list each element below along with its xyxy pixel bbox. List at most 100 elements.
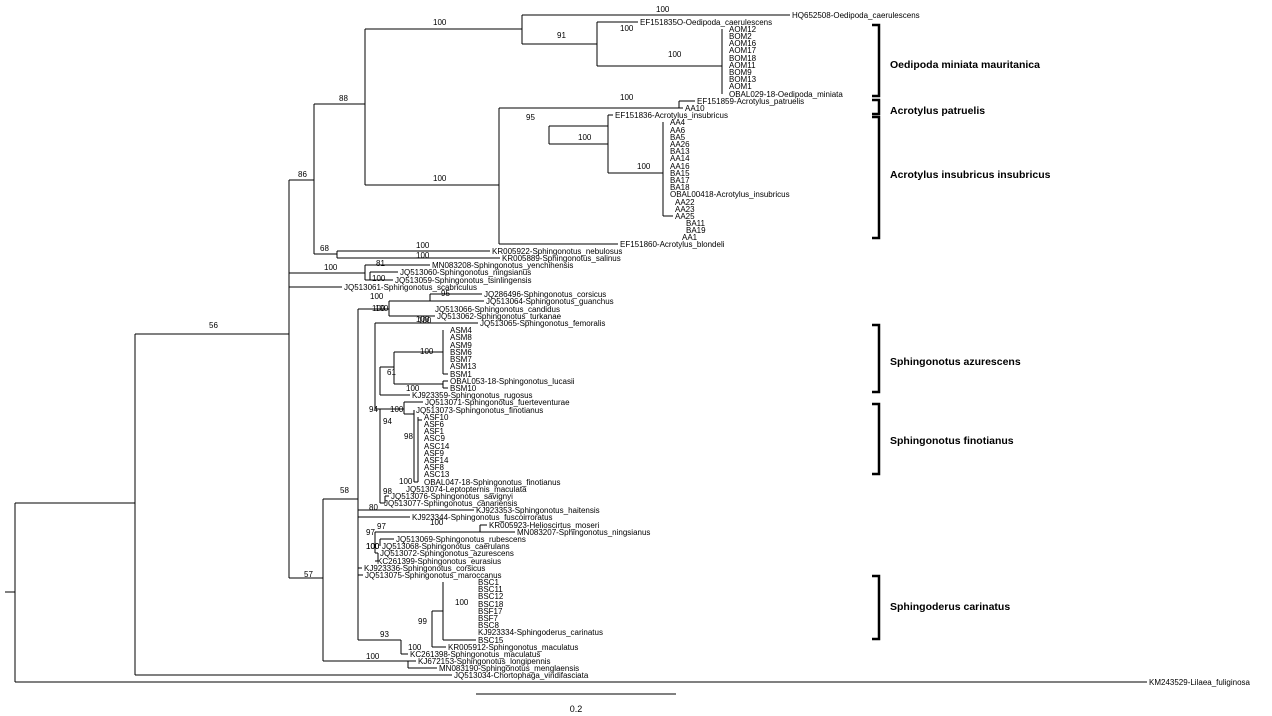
support-value: 80 (369, 503, 378, 512)
leaf-kr005889-sphingonotus-salinus: KR005889-Sphingonotus_salinus (502, 254, 621, 263)
support-value: 94 (383, 417, 392, 426)
leaf-asc9: ASC9 (424, 434, 445, 443)
clade-label: Sphingonotus azurescens (890, 356, 1021, 368)
support-value: 98 (383, 487, 392, 496)
leaf-jq513069-sphingonotus-rubescens: JQ513069-Sphingonotus_rubescens (396, 535, 526, 544)
leaf-jq513076-sphingonotus-savignyi: JQ513076-Sphingonotus_savignyi (391, 492, 513, 501)
support-value: 100 (324, 263, 338, 272)
leaf-jq513071-sphingonotus-fuerteventurae: JQ513071-Sphingonotus_fuerteventurae (425, 398, 570, 407)
leaf-obal00418-acrotylus-insubricus: OBAL00418-Acrotylus_insubricus (670, 190, 790, 199)
leaf-bsm7: BSM7 (450, 355, 472, 364)
support-value: 100 (416, 241, 430, 250)
leaf-bsf7: BSF7 (478, 614, 499, 623)
leaf-jq513060-sphingonotus-ningsianus: JQ513060-Sphingonotus_ningsianus (400, 268, 531, 277)
clade-bracket (872, 115, 881, 240)
leaf-ba11: BA11 (686, 219, 706, 228)
leaf-aom17: AOM17 (729, 46, 757, 55)
leaf-obal047-18-sphingonotus-finotianus: OBAL047-18-Sphingonotus_finotianus (424, 478, 561, 487)
support-value: 100 (418, 316, 432, 325)
clade-bracket (872, 98, 881, 116)
leaf-bsm10: BSM10 (450, 384, 477, 393)
leaf-aa10: AA10 (685, 104, 705, 113)
support-value: 100 (366, 542, 380, 551)
leaf-aom1: AOM1 (729, 82, 752, 91)
leaf-mn083190-sphingonotus-menglaensis: MN083190-Sphingonotus_menglaensis (439, 664, 579, 673)
leaf-kc261398-sphingonotus-maculatus: KC261398-Sphingonotus_maculatus (410, 650, 540, 659)
support-value: 100 (637, 162, 651, 171)
support-value: 93 (380, 630, 389, 639)
leaf-kj923353-sphingonotus-haitensis: KJ923353-Sphingonotus_haitensis (476, 506, 600, 515)
leaf-asf1: ASF1 (424, 427, 445, 436)
support-value: 58 (340, 486, 349, 495)
clade-label: Sphingonotus finotianus (890, 435, 1014, 447)
support-value: 100 (433, 174, 447, 183)
leaf-asc14: ASC14 (424, 442, 450, 451)
support-value: 68 (320, 244, 329, 253)
leaf-asm8: ASM8 (450, 333, 472, 342)
leaf-jq513064-sphingonotus-guanchus: JQ513064-Sphingonotus_guanchus (486, 297, 614, 306)
leaf-jq513066-sphingonotus-candidus: JQ513066-Sphingonotus_candidus (435, 305, 560, 314)
support-value: 99 (418, 617, 427, 626)
leaf-bsc1: BSC1 (478, 578, 499, 587)
leaf-bsc11: BSC11 (478, 585, 503, 594)
clade-label: Oedipoda miniata mauritanica (890, 59, 1040, 71)
leaf-bom2: BOM2 (729, 32, 752, 41)
leaf-ba19: BA19 (686, 226, 706, 235)
support-value: 100 (366, 542, 380, 551)
leaf-labels: HQ652508-Oedipoda_caerulescensEF151835O-… (344, 11, 1251, 687)
leaf-aa25: AA25 (675, 212, 695, 221)
clade-label: Acrotylus insubricus insubricus (890, 169, 1051, 181)
support-value: 97 (366, 528, 375, 537)
leaf-kr005912-sphingonotus-maculatus: KR005912-Sphingonotus_maculatus (448, 643, 578, 652)
leaf-bom18: BOM18 (729, 54, 757, 63)
support-value: 95 (526, 113, 535, 122)
leaf-kc261399-sphingonotus-eurasius: KC261399-Sphingonotus_eurasius (377, 557, 501, 566)
leaf-km243529-lilaea-fuliginosa: KM243529-Lilaea_fuliginosa (1149, 678, 1251, 687)
leaf-aa6: AA6 (670, 126, 686, 135)
support-value: 91 (557, 31, 566, 40)
leaf-mn083207-sphingonotus-ningsianus: MN083207-Sphingonotus_ningsianus (517, 528, 650, 537)
leaf-bsf17: BSF17 (478, 607, 503, 616)
support-value: 100 (416, 315, 430, 324)
support-value: 95 (441, 289, 450, 298)
leaf-kr005923-helioscirtus-moseri: KR005923-Helioscirtus_moseri (489, 521, 599, 530)
support-value: 100 (620, 24, 634, 33)
leaf-kr005922-sphingonotus-nebulosus: KR005922-Sphingonotus_nebulosus (492, 247, 622, 256)
support-value: 100 (656, 5, 670, 14)
leaf-bsc12: BSC12 (478, 592, 504, 601)
leaf-asm4: ASM4 (450, 326, 472, 335)
leaf-kj923336-sphingonotus-corsicus: KJ923336-Sphingonotus_corsicus (364, 564, 485, 573)
leaf-jq513072-sphingonotus-azurescens: JQ513072-Sphingonotus_azurescens (380, 549, 514, 558)
leaf-hq652508-oedipoda-caerulescens: HQ652508-Oedipoda_caerulescens (792, 11, 920, 20)
leaf-ef151836-acrotylus-insubricus: EF151836-Acrotylus_insubricus (615, 111, 728, 120)
clade-label: Sphingoderus carinatus (890, 601, 1010, 613)
scale-bar: 0.2 (476, 693, 676, 714)
leaf-asf8: ASF8 (424, 463, 445, 472)
support-value: 86 (298, 170, 307, 179)
support-value: 100 (390, 405, 404, 414)
leaf-asf6: ASF6 (424, 420, 445, 429)
support-value: 97 (377, 522, 386, 531)
leaf-ba5: BA5 (670, 133, 686, 142)
leaf-jq513068-sphingonotus-caerulans: JQ513068-Sphingonotus_caerulans (382, 542, 510, 551)
support-value: 100 (416, 251, 430, 260)
clade-label: Acrotylus patruelis (890, 105, 985, 117)
leaf-aa1: AA1 (682, 233, 698, 242)
leaf-asc13: ASC13 (424, 470, 450, 479)
leaf-ba15: BA15 (670, 169, 690, 178)
leaf-ba17: BA17 (670, 176, 690, 185)
leaf-bsc8: BSC8 (478, 621, 499, 630)
leaf-bom9: BOM9 (729, 68, 752, 77)
clade-bracket (872, 23, 881, 98)
support-value: 100 (433, 18, 447, 27)
leaf-jq513061-sphingonotus-scabriculus: JQ513061-Sphingonotus_scabriculus (344, 283, 477, 292)
support-value: 61 (387, 368, 396, 377)
leaf-kj672153-sphingonotus-longipennis: KJ672153-Sphingonotus_longipennis (418, 657, 551, 666)
support-value: 100 (408, 643, 422, 652)
leaf-kj923344-sphingonotus-fuscoirroratus: KJ923344-Sphingonotus_fuscoirroratus (412, 513, 553, 522)
leaf-jq513065-sphingonotus-femoralis: JQ513065-Sphingonotus_femoralis (480, 319, 605, 328)
support-value: 57 (304, 570, 313, 579)
support-value: 98 (404, 432, 413, 441)
